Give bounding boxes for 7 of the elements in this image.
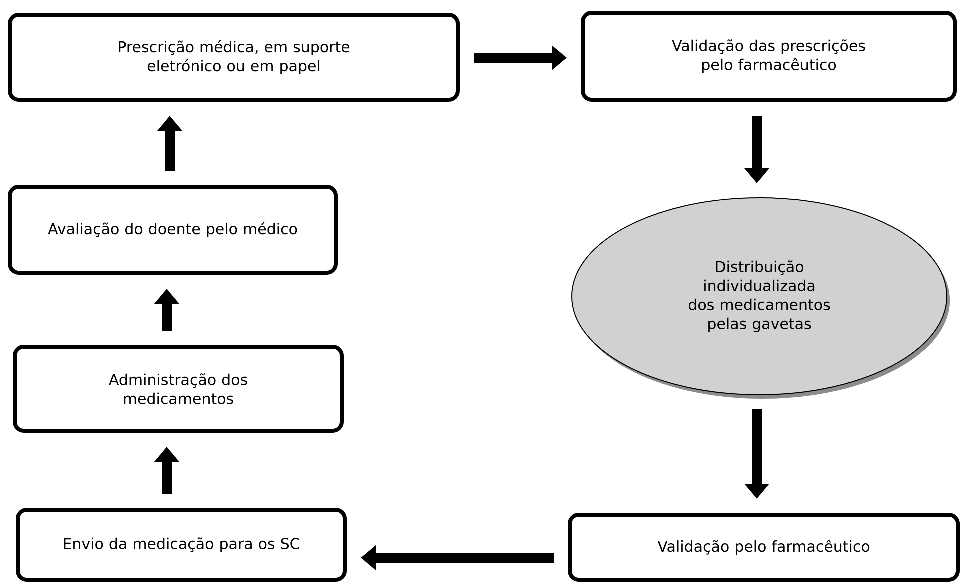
process-box: Prescrição médica, em suporte eletrónico ou em papel: [8, 13, 460, 102]
process-box: Validação das prescrições pelo farmacêutico: [581, 11, 958, 102]
process-box: Administração dos medicamentos: [13, 345, 344, 433]
process-box: Validação pelo farmacêutico: [568, 513, 960, 582]
process-box: Avaliação do doente pelo médico: [8, 185, 338, 275]
ellipse-node: Distribuição individualizada dos medicamentos pelas gavetas: [572, 198, 948, 396]
process-box: Envio da medicação para os SC: [16, 508, 347, 582]
